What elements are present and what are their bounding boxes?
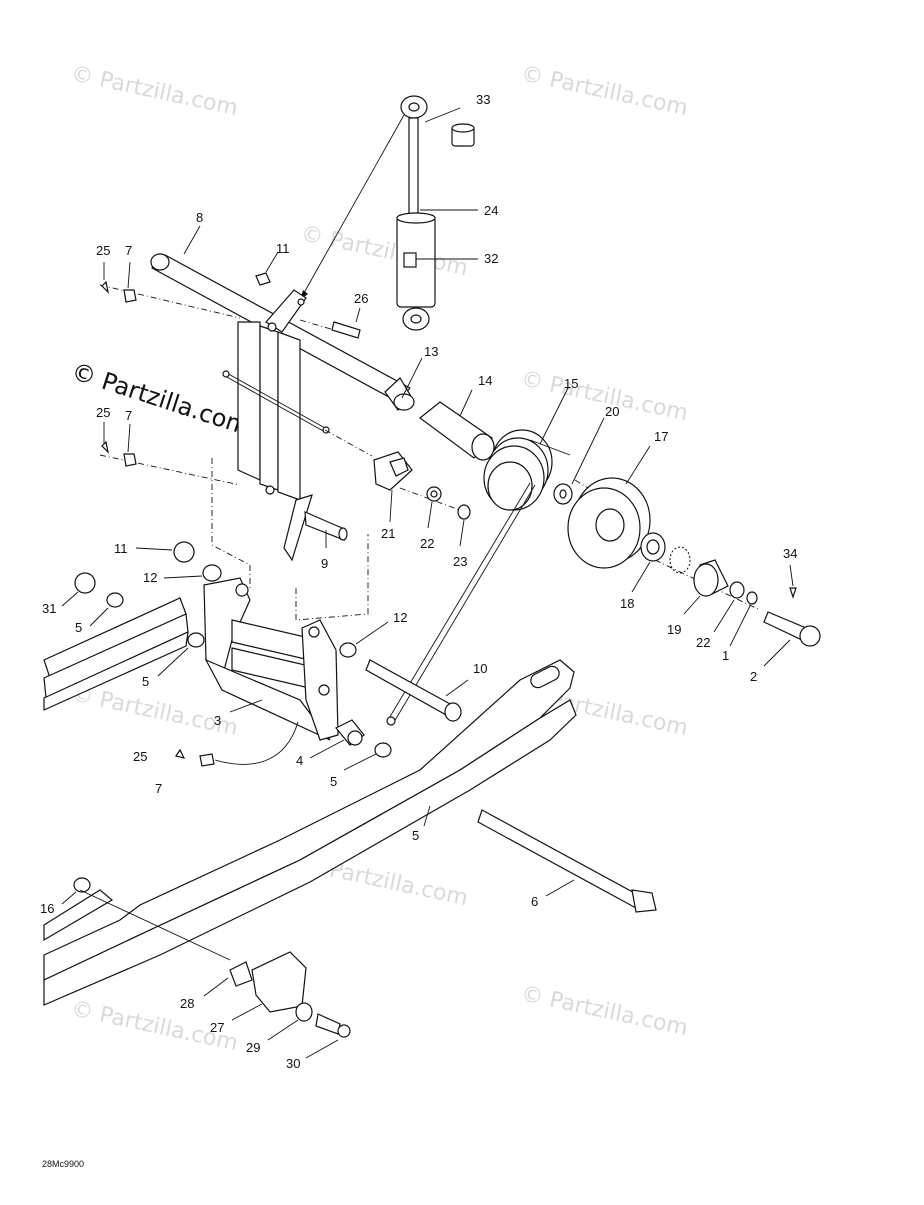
idler-wheel-assembly <box>386 429 821 726</box>
callout-12: 12 <box>143 570 157 585</box>
callout-33: 33 <box>476 92 490 107</box>
callout-5d: 5 <box>412 828 419 843</box>
main-rail <box>43 659 657 1006</box>
callout-7b: 7 <box>125 408 132 423</box>
callout-9: 9 <box>321 556 328 571</box>
callout-23: 23 <box>453 554 467 569</box>
upper-shaft <box>150 253 495 461</box>
upper-fasteners <box>101 272 361 467</box>
callout-34: 34 <box>783 546 797 561</box>
lower-bracket <box>203 577 462 765</box>
watermark: © Partzilla.com <box>299 221 470 281</box>
callout-15: 15 <box>564 376 578 391</box>
callout-7: 7 <box>125 243 132 258</box>
callout-5: 5 <box>75 620 82 635</box>
left-rail <box>43 597 189 711</box>
callout-25c: 25 <box>133 749 147 764</box>
callout-19: 19 <box>667 622 681 637</box>
callout-21: 21 <box>381 526 395 541</box>
callout-17: 17 <box>654 429 668 444</box>
shock-absorber <box>396 95 475 331</box>
callout-10: 10 <box>473 661 487 676</box>
callout-20: 20 <box>605 404 619 419</box>
callout-3: 3 <box>214 713 221 728</box>
callout-32: 32 <box>484 251 498 266</box>
callout-12b: 12 <box>393 610 407 625</box>
callout-2: 2 <box>750 669 757 684</box>
watermark: © Partzilla.com <box>519 981 690 1041</box>
figure-code: 28Mc9900 <box>42 1159 84 1169</box>
callout-30: 30 <box>286 1056 300 1071</box>
callout-6: 6 <box>531 894 538 909</box>
callout-1: 1 <box>722 648 729 663</box>
callout-7c: 7 <box>155 781 162 796</box>
callout-24: 24 <box>484 203 498 218</box>
callout-26: 26 <box>354 291 368 306</box>
rear-slider-parts <box>229 951 351 1038</box>
callout-4: 4 <box>296 753 303 768</box>
callout-27: 27 <box>210 1020 224 1035</box>
callout-11: 11 <box>276 241 290 256</box>
callout-5c: 5 <box>330 774 337 789</box>
callout-22: 22 <box>420 536 434 551</box>
callout-28: 28 <box>180 996 194 1011</box>
callout-18: 18 <box>620 596 634 611</box>
callout-8: 8 <box>196 210 203 225</box>
callout-16: 16 <box>40 901 54 916</box>
watermark: © Partzilla.com <box>69 61 240 121</box>
callout-25b: 25 <box>96 405 110 420</box>
watermark: © Partzilla.com <box>519 61 690 121</box>
callout-5b: 5 <box>142 674 149 689</box>
callout-22b: 22 <box>696 635 710 650</box>
clip-parts <box>373 451 471 520</box>
main-watermark: © Partzilla.com <box>68 357 253 441</box>
left-fasteners <box>73 541 445 893</box>
watermark: © Partzilla.com <box>69 681 240 741</box>
callouts: 33 24 32 8 25 7 11 26 13 14 15 20 17 25 … <box>40 92 797 1071</box>
callout-31: 31 <box>42 601 56 616</box>
callout-25: 25 <box>96 243 110 258</box>
callout-13: 13 <box>424 344 438 359</box>
callout-29: 29 <box>246 1040 260 1055</box>
callout-14: 14 <box>478 373 492 388</box>
callout-11b: 11 <box>114 541 128 556</box>
arm-plates <box>222 289 348 562</box>
